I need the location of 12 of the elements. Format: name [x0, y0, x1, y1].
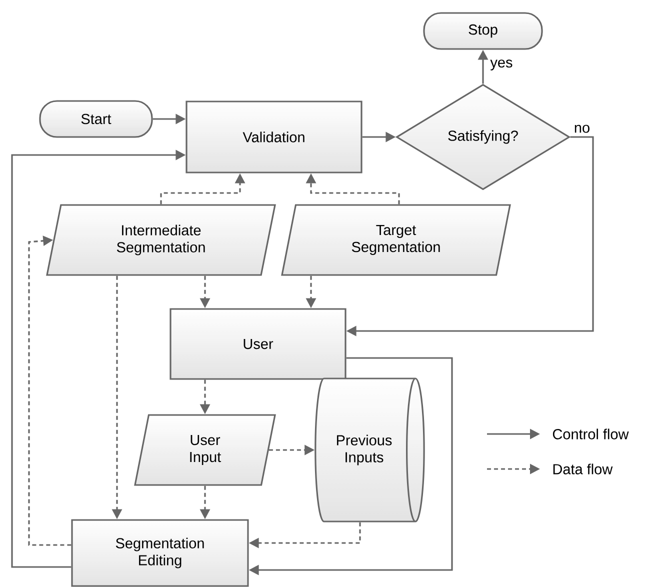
data-parallelogram: User Input [134, 414, 276, 486]
edge-label: no [572, 124, 592, 134]
storage-cylinder: Previous Inputs [314, 378, 425, 522]
data-parallelogram: Intermediate Segmentation [46, 204, 276, 276]
process-box: User [170, 308, 346, 380]
data-parallelogram: Target Segmentation [281, 204, 511, 276]
legend-label: Data flow [553, 464, 613, 474]
edge-label: yes [489, 58, 514, 72]
legend-label: Control flow [552, 428, 629, 440]
process-box: Validation [186, 100, 362, 174]
process-box: Segmentation Editing [71, 519, 249, 587]
arrow [28, 236, 72, 546]
